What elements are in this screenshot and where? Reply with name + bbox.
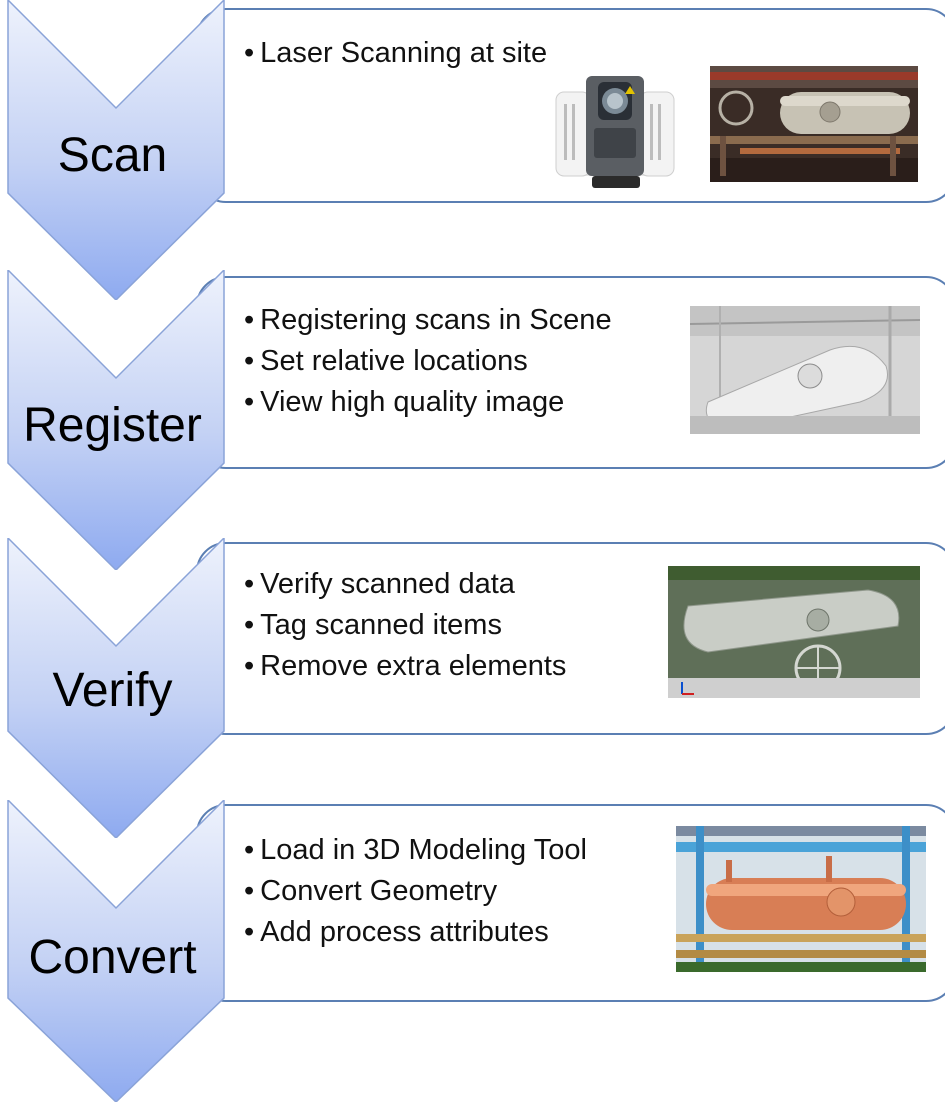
3d-model-image xyxy=(676,826,926,972)
bullet-item: Convert Geometry xyxy=(244,871,587,912)
bullet-item: Set relative locations xyxy=(244,341,612,382)
bullet-item: Add process attributes xyxy=(244,912,587,953)
step-label-register: Register xyxy=(23,399,202,452)
bullet-item: Remove extra elements xyxy=(244,646,566,687)
step-label-verify: Verify xyxy=(52,664,173,717)
step-register: Register Registering scans in Scene Set … xyxy=(0,270,945,570)
registered-scan-image xyxy=(690,306,920,434)
bullet-item: Load in 3D Modeling Tool xyxy=(244,830,587,871)
point-cloud-image xyxy=(668,566,920,698)
laser-scanner-photo xyxy=(552,70,678,192)
step-verify: Verify Verify scanned data Tag scanned i… xyxy=(0,538,945,838)
chevron-verify xyxy=(7,538,225,838)
step-scan: Scan Laser Scanning at site xyxy=(0,0,945,300)
bullet-item: Tag scanned items xyxy=(244,605,566,646)
step-label-convert: Convert xyxy=(28,931,197,984)
bullet-item: View high quality image xyxy=(244,382,612,423)
step-convert-bullets: Load in 3D Modeling Tool Convert Geometr… xyxy=(244,830,587,953)
chevron-register xyxy=(7,270,225,570)
bullet-item: Verify scanned data xyxy=(244,564,566,605)
chevron-convert xyxy=(7,800,225,1102)
bullet-item: Registering scans in Scene xyxy=(244,300,611,341)
bullet-item: Laser Scanning at site xyxy=(244,33,547,74)
step-scan-bullets: Laser Scanning at site xyxy=(244,33,547,74)
chevron-scan xyxy=(7,0,225,300)
step-verify-bullets: Verify scanned data Tag scanned items Re… xyxy=(244,564,566,687)
step-register-bullets: Registering scans in Scene Set relative … xyxy=(244,300,612,423)
site-pipe-photo xyxy=(710,66,918,182)
step-label-scan: Scan xyxy=(57,129,168,182)
step-convert: Convert Load in 3D Modeling Tool Convert… xyxy=(0,800,945,1102)
